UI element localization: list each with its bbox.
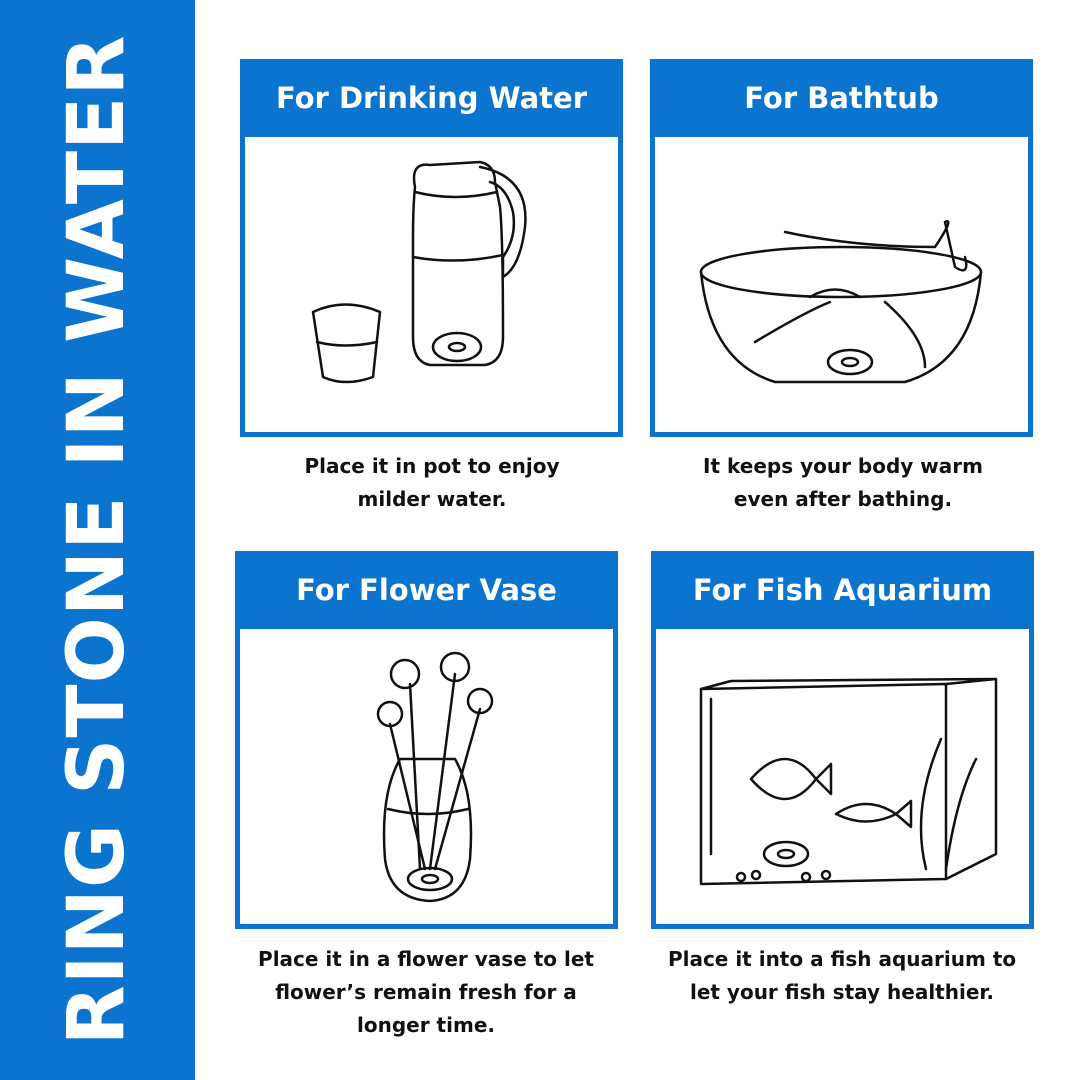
card-heading: For Drinking Water [276,81,587,115]
caption-line: milder water. [357,487,507,511]
card-caption: Place it into a fish aquarium to let you… [642,943,1042,1009]
caption-line: Place it in pot to enjoy [304,454,560,478]
card-bathtub: For Bathtub [650,59,1033,437]
caption-line: even after bathing. [733,487,953,511]
caption-line: longer time. [357,1013,495,1037]
card-drinking-water: For Drinking Water [240,59,623,437]
pitcher-and-glass-illustration [245,137,618,432]
card-caption: Place it in pot to enjoy milder water. [232,450,632,516]
bathtub-illustration [655,137,1028,432]
caption-line: It keeps your body warm [703,454,983,478]
card-heading: For Fish Aquarium [692,573,993,607]
title-sidebar: RING STONE IN WATER [0,0,195,1080]
card-flower-vase: For Flower Vase [235,551,618,929]
page-title: RING STONE IN WATER [52,34,142,1046]
caption-line: Place it into a fish aquarium to [667,947,1017,971]
card-heading: For Flower Vase [296,573,557,607]
card-caption: It keeps your body warm even after bathi… [643,450,1043,516]
card-fish-aquarium: For Fish Aquarium [651,551,1034,929]
fish-aquarium-illustration [656,629,1029,924]
card-heading: For Bathtub [744,81,939,115]
caption-line: Place it in a flower vase to let [258,947,594,971]
card-caption: Place it in a flower vase to let flower’… [226,943,626,1042]
caption-line: flower’s remain fresh for a [275,980,577,1004]
caption-line: let your fish stay healthier. [689,980,995,1004]
flower-vase-illustration [240,629,613,924]
